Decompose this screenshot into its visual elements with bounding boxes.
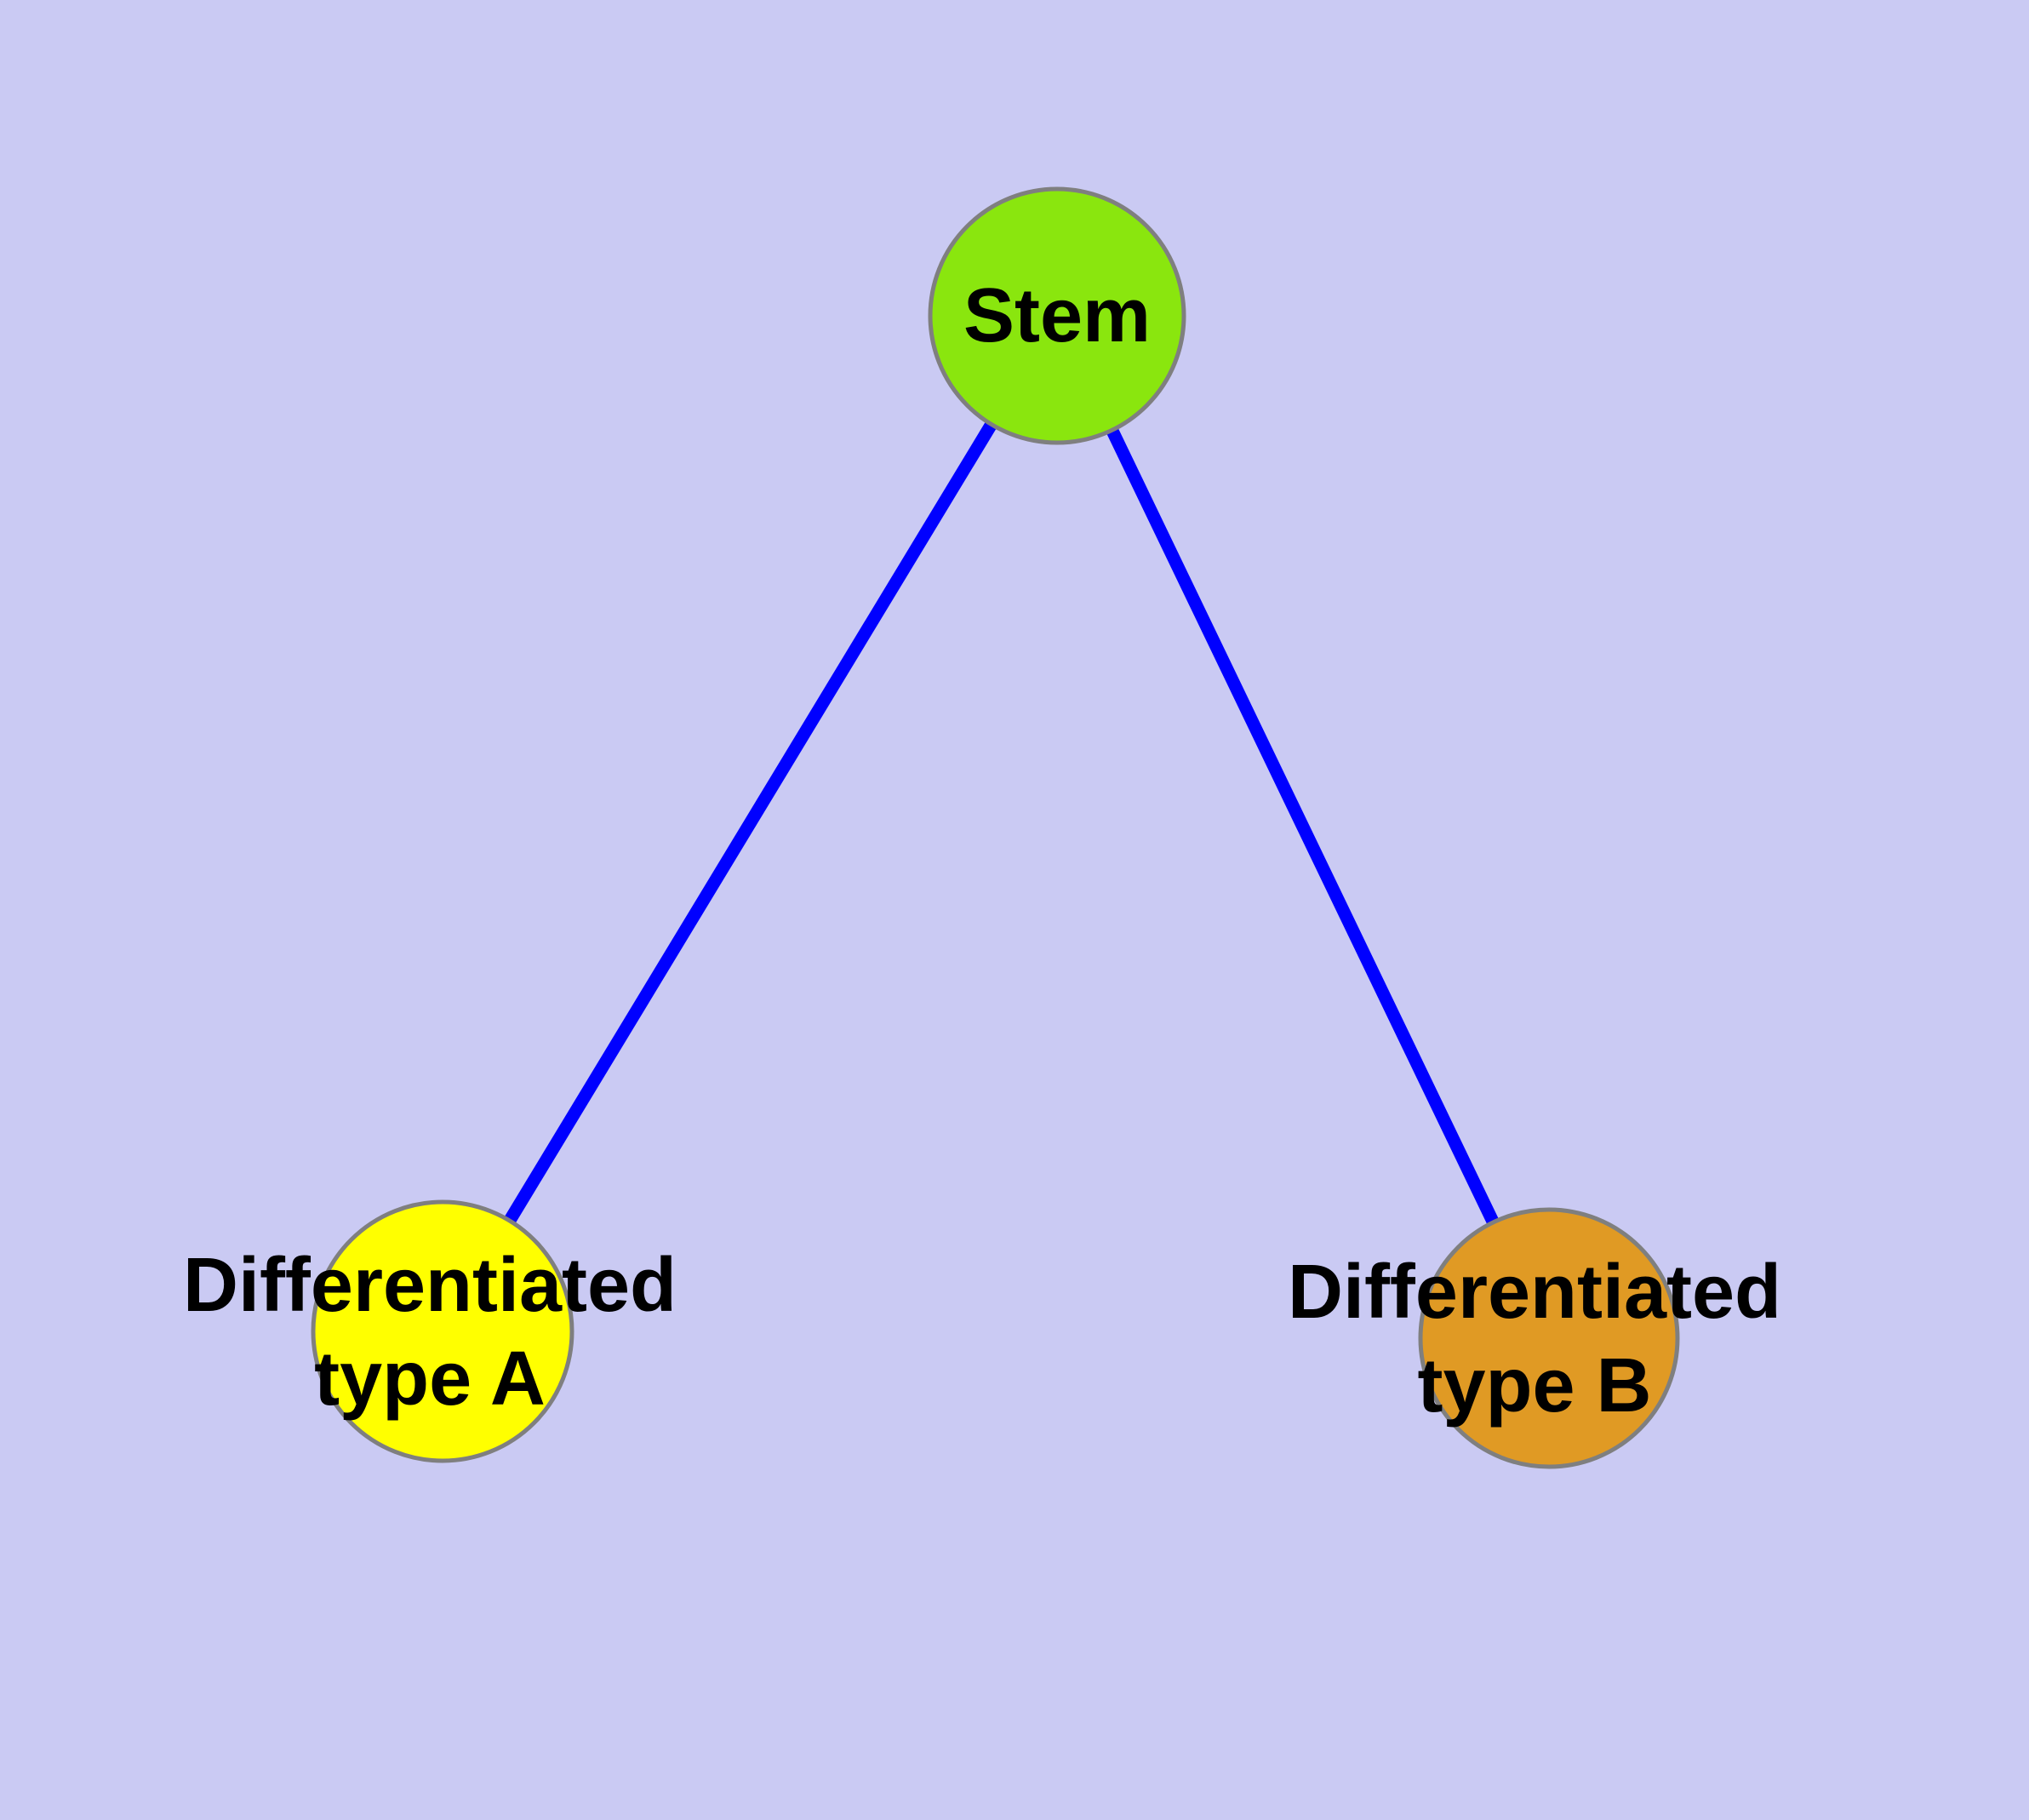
- node-type-a-circle: [311, 1199, 574, 1463]
- node-type-a-label-line2: type A: [314, 1336, 546, 1422]
- node-type-b-label-line2: type B: [1417, 1343, 1651, 1428]
- node-type-b-label-line1: Differentiated: [1288, 1250, 1781, 1335]
- node-stem-group: Stem: [928, 186, 1186, 445]
- node-stem-circle: [928, 186, 1186, 445]
- edge-stem-to-type-b: [1051, 312, 1555, 1342]
- node-type-a-group: Differentiated type A: [183, 1199, 677, 1463]
- node-type-b-circle: [1418, 1207, 1680, 1469]
- node-type-b-group: Differentiated type B: [1288, 1207, 1781, 1469]
- node-type-a-label-line1: Differentiated: [183, 1243, 677, 1328]
- node-stem-label: Stem: [963, 273, 1151, 358]
- edge-stem-to-type-a: [437, 312, 1063, 1335]
